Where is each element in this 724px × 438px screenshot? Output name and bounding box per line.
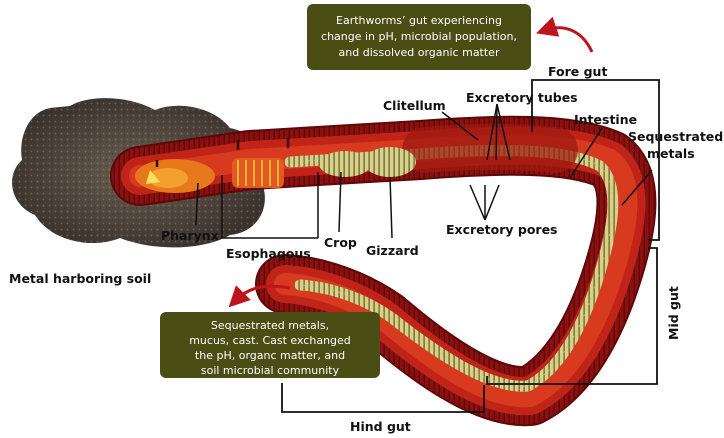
info-top-line-3: and dissolved organic matter (339, 46, 500, 59)
label-excretory-pores: Excretory pores (446, 222, 558, 237)
label-fore-gut: Fore gut (548, 64, 607, 79)
label-esophagous: Esophagous (226, 246, 311, 261)
label-pharynx: Pharynx (161, 228, 219, 243)
label-clitellum: Clitellum (383, 98, 446, 113)
label-sequestrated-metals-1: Sequestrated (628, 129, 723, 144)
top-arrow (536, 16, 594, 53)
info-bottom-line-3: the pH, organc matter, and (195, 349, 345, 362)
info-top-line-2: change in pH, microbial population, (321, 30, 517, 43)
info-top-line-1: Earthworms’ gut experiencing (336, 14, 502, 27)
info-bottom-line-1: Sequestrated metals, (211, 319, 329, 332)
info-bottom-line-4: soil microbial community (201, 364, 340, 377)
label-intestine: Intestine (574, 112, 637, 127)
info-bottom-line-2: mucus, cast. Cast exchanged (189, 334, 351, 347)
label-hind-gut: Hind gut (350, 419, 411, 434)
leader-lines (195, 103, 653, 239)
gut-brackets (281, 79, 660, 413)
bottom-arrow (228, 284, 291, 308)
label-metal-harboring-soil: Metal harboring soil (9, 271, 151, 286)
info-box-top: Earthworms’ gut experiencing change in p… (307, 4, 531, 70)
label-excretory-tubes: Excretory tubes (466, 90, 578, 105)
label-mid-gut: Mid gut (666, 286, 681, 340)
label-crop: Crop (324, 235, 357, 250)
label-gizzard: Gizzard (366, 243, 419, 258)
label-sequestrated-metals-2: metals (647, 146, 695, 161)
worm-body (110, 115, 657, 427)
info-box-bottom: Sequestrated metals, mucus, cast. Cast e… (160, 312, 380, 378)
